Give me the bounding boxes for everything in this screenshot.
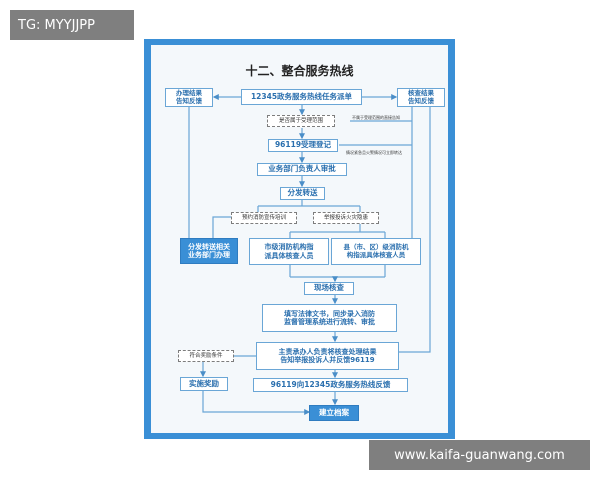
node-dept-review: 业务部门负责人审批: [257, 163, 347, 176]
watermark-bottom-right-text: www.kaifa-guanwang.com: [394, 447, 565, 463]
note-urgent: 情况紧急且火警情况可立即转达: [346, 150, 402, 155]
node-legal-docs-line2: 监督管理系统进行流转、审批: [284, 318, 375, 326]
note-not-in-scope: 不属于受理范围的直接告知: [352, 115, 400, 120]
node-site-check: 现场核查: [304, 282, 354, 295]
node-result-left-line1: 办理结果: [176, 89, 202, 98]
node-result-left: 办理结果 告知反馈: [165, 88, 213, 107]
node-forward-dept-line2: 业务部门办理: [188, 251, 230, 259]
node-county-staff-line2: 构指派具体核查人员: [346, 250, 406, 259]
node-responsible: 主责承办人负责将核查处理结果 告知举报投诉人并反馈96119: [256, 342, 399, 370]
node-training: 预约消防宣传培训: [231, 212, 297, 224]
node-city-staff: 市级消防机构指 派具体核查人员: [249, 238, 329, 265]
node-county-staff: 县（市、区）级消防机 构指派具体核查人员: [331, 238, 421, 265]
node-forward-dept-line1: 分发转送相关: [188, 242, 230, 251]
node-responsible-line2: 告知举报投诉人并反馈96119: [280, 356, 375, 364]
node-register: 96119受理登记: [268, 139, 338, 152]
node-legal-docs-line1: 填写法律文书，同步录入消防: [284, 309, 375, 318]
node-report-hazard: 举报投诉火灾隐患: [313, 212, 379, 224]
node-dispatch: 12345政务服务热线任务派单: [241, 89, 362, 105]
node-result-left-line2: 告知反馈: [176, 96, 202, 105]
watermark-bottom-right: www.kaifa-guanwang.com: [369, 440, 590, 470]
node-result-right-line1: 核查结果: [408, 89, 434, 98]
node-result-right: 核查结果 告知反馈: [397, 88, 445, 107]
node-forward-dept: 分发转送相关 业务部门办理: [180, 238, 238, 264]
node-result-right-line2: 告知反馈: [408, 96, 434, 105]
watermark-top-left: TG: MYYJJPP: [10, 10, 134, 40]
node-county-staff-line1: 县（市、区）级消防机: [343, 243, 409, 252]
node-scope-check: 是否属于受理范围: [267, 115, 335, 127]
node-city-staff-line2: 派具体核查人员: [264, 251, 314, 260]
flowchart-title: 十二、整合服务热线: [245, 64, 354, 78]
node-responsible-line1: 主责承办人负责将核查处理结果: [278, 347, 377, 356]
node-distribute: 分发转送: [280, 187, 325, 200]
node-reward-condition: 符合奖励条件: [178, 350, 234, 362]
node-feedback-12345: 96119向12345政务服务热线反馈: [253, 378, 408, 392]
node-legal-docs: 填写法律文书，同步录入消防 监督管理系统进行流转、审批: [262, 304, 397, 332]
watermark-top-left-text: TG: MYYJJPP: [18, 17, 95, 33]
node-reward: 实施奖励: [180, 377, 228, 391]
node-archive: 建立档案: [309, 405, 359, 421]
node-city-staff-line1: 市级消防机构指: [264, 243, 314, 252]
